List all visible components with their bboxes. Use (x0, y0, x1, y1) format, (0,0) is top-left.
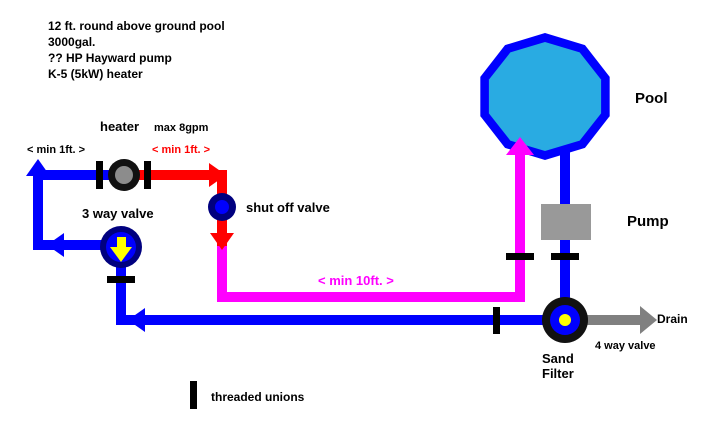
valve-handle-icon (117, 237, 126, 248)
threaded-union-mark (493, 307, 500, 334)
notes-block: 12 ft. round above ground pool 3000gal. … (48, 18, 225, 82)
pipe-return-to-pool-vertical (515, 148, 525, 302)
threaded-union-mark (96, 161, 103, 189)
pipe-left-loop-vertical (33, 170, 43, 250)
sand-filter-label-line2: Filter (542, 366, 574, 381)
pipe-heater-inlet-horizontal (33, 170, 115, 180)
flow-arrow-left-return-icon (128, 308, 145, 332)
min-10ft-label: < min 10ft. > (318, 273, 394, 288)
threaded-union-legend-mark (190, 381, 197, 409)
pool-water (488, 42, 602, 151)
flow-arrow-left-icon (47, 233, 64, 257)
pipe-valve-down-vertical (116, 258, 126, 320)
max-flow-label: max 8gpm (154, 122, 209, 134)
pool-label: Pool (635, 90, 668, 107)
flow-arrow-down-icon (210, 233, 234, 250)
drain-arrow-icon (640, 306, 657, 334)
threaded-union-mark (551, 253, 579, 260)
threaded-unions-label: threaded unions (211, 390, 305, 404)
sand-filter-label: Sand Filter (542, 351, 574, 381)
min-1ft-right-label: < min 1ft. > (152, 144, 211, 156)
pipe-filter-return-horizontal (116, 315, 565, 325)
sand-filter-label-line1: Sand (542, 351, 574, 366)
pipe-drain-horizontal (586, 315, 642, 325)
pipe-valve-to-loop-horizontal (33, 240, 105, 250)
shut-off-valve-core (215, 200, 229, 214)
heater-core (115, 166, 133, 184)
threaded-union-mark (144, 161, 151, 189)
valve-handle-arrow-icon (110, 247, 132, 262)
heater-label: heater (100, 119, 140, 134)
pipe-heater-outlet-horizontal (135, 170, 227, 180)
flow-arrow-up-pool-icon (506, 137, 534, 155)
threaded-union-mark (107, 276, 135, 283)
pump-body (541, 204, 591, 240)
pipe-return-horizontal (217, 292, 525, 302)
note-line-4: K-5 (5kW) heater (48, 67, 143, 81)
three-way-valve-label: 3 way valve (82, 206, 154, 221)
min-1ft-left-label: < min 1ft. > (27, 144, 86, 156)
flow-arrow-up-icon (26, 159, 50, 176)
pump-label: Pump (627, 213, 669, 230)
sand-filter-core (559, 314, 571, 326)
drain-label: Drain (657, 312, 688, 326)
shut-off-valve-label: shut off valve (246, 200, 330, 215)
note-line-2: 3000gal. (48, 35, 96, 49)
note-line-1: 12 ft. round above ground pool (48, 19, 225, 33)
note-line-3: ?? HP Hayward pump (48, 51, 172, 65)
four-way-valve-label: 4 way valve (595, 340, 656, 352)
threaded-union-mark (506, 253, 534, 260)
pipe-return-vertical-left (217, 246, 227, 302)
flow-arrow-right-icon (209, 163, 226, 187)
